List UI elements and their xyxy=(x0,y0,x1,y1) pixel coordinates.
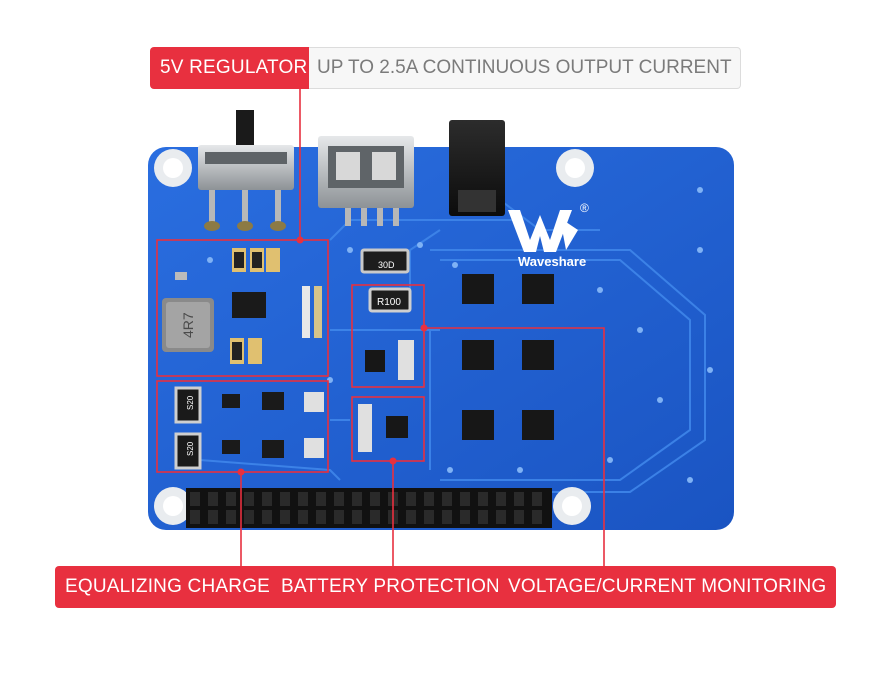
regulator-outline xyxy=(156,239,329,377)
monitoring-ics xyxy=(358,274,554,452)
equalizing-charge-label: EQUALIZING CHARGE xyxy=(55,566,281,608)
pcb-board xyxy=(148,147,734,530)
regulator-description: UP TO 2.5A CONTINUOUS OUTPUT CURRENT xyxy=(309,47,741,89)
registered-mark: ® xyxy=(580,201,589,215)
equalizing-components: S20 S20 xyxy=(174,386,324,470)
mounting-holes xyxy=(154,149,594,525)
regulator-components: 4R7 xyxy=(162,248,322,364)
waveshare-logo: Waveshare ® xyxy=(508,201,589,269)
shunt-resistor: R100 xyxy=(368,287,412,313)
brand-name: Waveshare xyxy=(518,254,586,269)
shunt-outline xyxy=(351,284,425,388)
battery-protection-label: BATTERY PROTECTION xyxy=(271,566,510,608)
monitoring-text: VOLTAGE/CURRENT MONITORING xyxy=(508,576,827,597)
callout-dots xyxy=(237,236,428,476)
resistor-30d: 30D xyxy=(360,248,410,274)
equalizing-charge-text: EQUALIZING CHARGE xyxy=(65,576,271,597)
regulator-description-text: UP TO 2.5A CONTINUOUS OUTPUT CURRENT xyxy=(317,57,732,78)
protection-outline xyxy=(351,396,425,462)
usb-port xyxy=(318,136,414,226)
gpio-header xyxy=(186,488,552,528)
slide-switch xyxy=(198,110,294,231)
regulator-label-text: 5V REGULATOR xyxy=(160,57,308,78)
regulator-label: 5V REGULATOR xyxy=(150,47,318,89)
diode-marking-1: S20 xyxy=(186,395,195,410)
shunt-marking: R100 xyxy=(377,297,401,308)
pcb-vias xyxy=(207,187,713,483)
battery-protection-text: BATTERY PROTECTION xyxy=(281,576,500,597)
dc-jack xyxy=(449,120,505,216)
diode-marking-2: S20 xyxy=(186,441,195,456)
monitoring-label: VOLTAGE/CURRENT MONITORING xyxy=(498,566,837,608)
resistor-marking: 30D xyxy=(378,260,395,270)
inductor-marking: 4R7 xyxy=(180,312,196,338)
